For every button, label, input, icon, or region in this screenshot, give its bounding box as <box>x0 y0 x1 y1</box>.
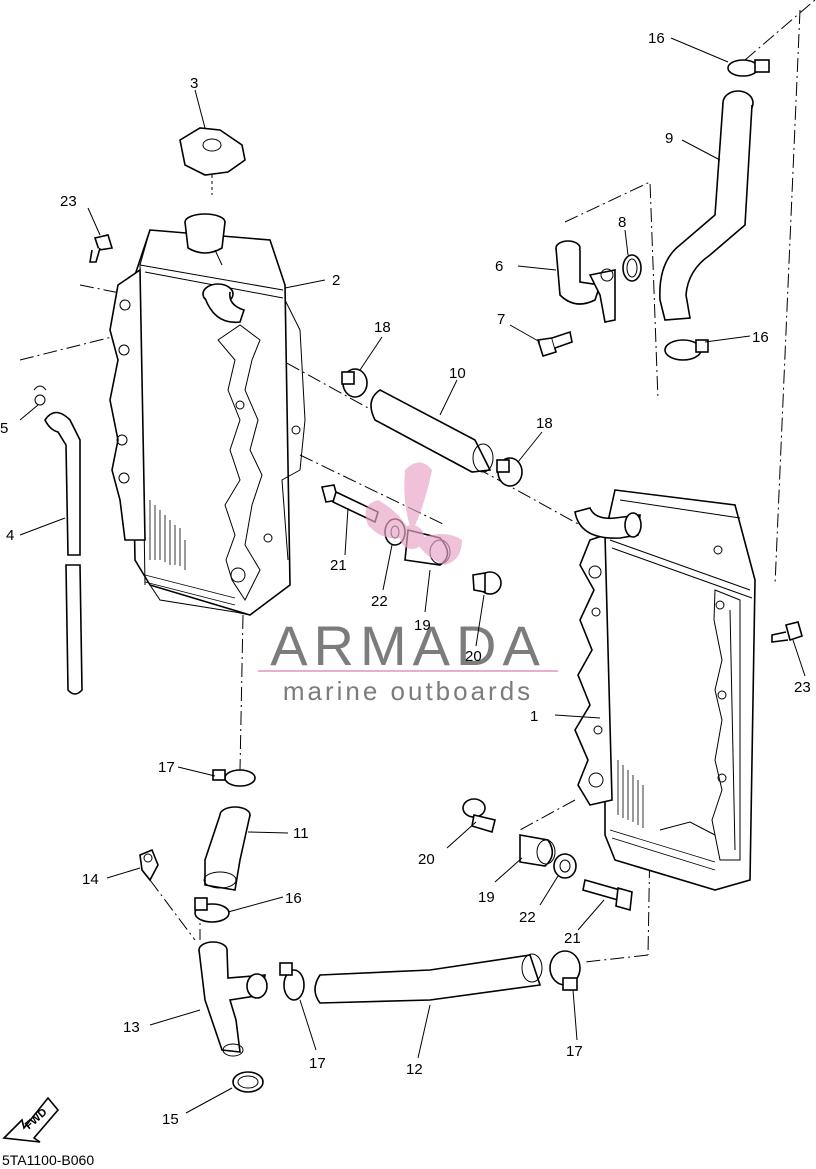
callout-15: 15 <box>162 1111 179 1128</box>
callout-18b: 18 <box>536 415 553 432</box>
callout-14: 14 <box>82 871 99 888</box>
bolt-23-left <box>89 234 114 263</box>
callout-8: 8 <box>618 214 626 231</box>
callout-13: 13 <box>123 1019 140 1036</box>
diagram-code: 5TA1100-B060 <box>2 1152 94 1168</box>
callout-23a: 23 <box>60 193 77 210</box>
callout-23b: 23 <box>794 679 811 696</box>
watermark-tagline: marine outboards <box>283 676 533 706</box>
clamp-16-lower <box>194 897 230 923</box>
callout-17a: 17 <box>158 759 175 776</box>
callout-7: 7 <box>497 311 505 328</box>
collar-20-a <box>472 571 502 595</box>
fwd-arrow-icon: FWD <box>2 1096 60 1143</box>
right-radiator <box>574 489 756 891</box>
clamp-17-b <box>279 962 305 1001</box>
callout-12: 12 <box>406 1061 423 1078</box>
washer-22-b <box>553 853 577 879</box>
clamp-17-c <box>549 950 581 991</box>
clamp-16-top <box>727 59 770 77</box>
callout-20b: 20 <box>418 851 435 868</box>
clip-5 <box>33 385 47 406</box>
callout-21b: 21 <box>564 930 581 947</box>
bolt-23-right <box>771 621 803 643</box>
propeller-logo-icon <box>365 462 462 565</box>
o-ring-15 <box>232 1071 264 1093</box>
callout-17b: 17 <box>309 1055 326 1072</box>
hose-9 <box>659 90 754 321</box>
callout-19a: 19 <box>414 617 431 634</box>
hose-11 <box>203 806 251 891</box>
callout-10: 10 <box>449 365 466 382</box>
callout-16b: 16 <box>752 329 769 346</box>
left-radiator <box>109 213 306 616</box>
bolt-21-b <box>582 878 633 912</box>
callout-19b: 19 <box>478 889 495 906</box>
watermark: ARMADA marine outboards <box>258 462 558 706</box>
radiator-cap <box>179 127 246 195</box>
callout-18a: 18 <box>374 319 391 336</box>
callout-2: 2 <box>332 272 340 289</box>
callout-16a: 16 <box>648 30 665 47</box>
callout-16c: 16 <box>285 890 302 907</box>
callout-1: 1 <box>530 708 538 725</box>
clamp-17-a <box>212 769 256 787</box>
callout-17c: 17 <box>566 1043 583 1060</box>
callout-21a: 21 <box>330 557 347 574</box>
callout-9: 9 <box>665 130 673 147</box>
clamp-18-a <box>341 368 368 398</box>
callout-labels: 1 2 3 4 5 6 7 8 9 10 11 12 13 14 15 16 1… <box>0 30 811 1128</box>
callout-3: 3 <box>190 75 198 92</box>
callout-11: 11 <box>293 825 309 842</box>
callout-22b: 22 <box>519 909 536 926</box>
callout-5: 5 <box>0 420 8 437</box>
fitting-6 <box>555 240 616 323</box>
bolt-7 <box>536 330 573 357</box>
o-ring-8 <box>622 254 642 282</box>
callout-20a: 20 <box>465 648 482 665</box>
hose-10 <box>370 389 494 473</box>
leader-lines <box>19 37 806 1114</box>
watermark-brand: ARMADA <box>270 614 546 677</box>
clamp-18-b <box>496 457 523 487</box>
bolt-14 <box>139 848 159 882</box>
damper-19-b <box>519 834 556 867</box>
callout-6: 6 <box>495 258 503 275</box>
hose-12 <box>314 953 543 1004</box>
pipe-13 <box>198 941 268 1057</box>
collar-20-b <box>462 798 496 834</box>
clamp-16-mid <box>664 339 709 361</box>
hose-4 <box>44 411 83 695</box>
callout-22a: 22 <box>371 593 388 610</box>
callout-4: 4 <box>6 527 14 544</box>
